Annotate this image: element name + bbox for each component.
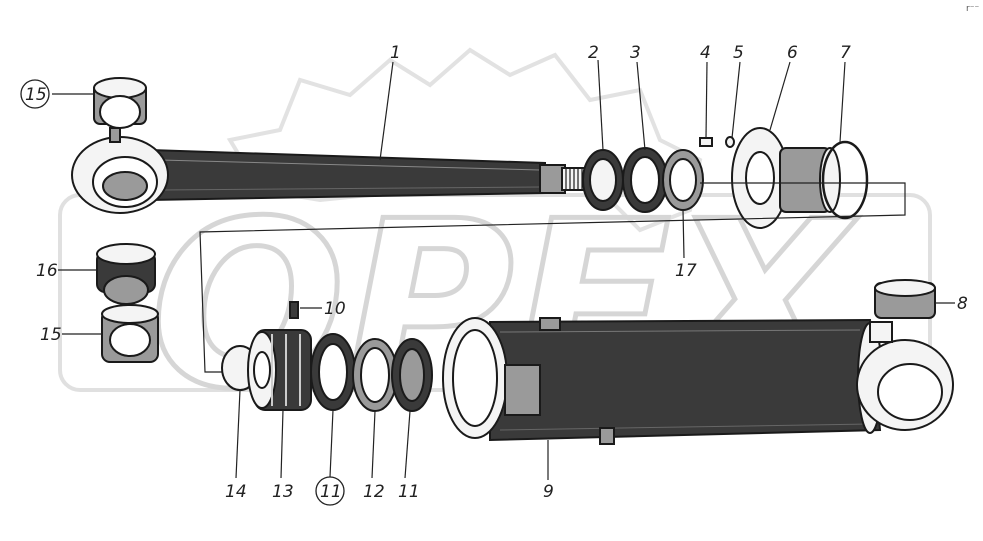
ring-3 [622,147,668,213]
washer-5 [725,136,735,148]
callout-6: 6 [787,43,798,63]
seal-11 [391,338,433,412]
leader-lines [52,59,955,480]
callout-5: 5 [733,43,744,63]
callout-1: 1 [390,43,401,63]
callout-11-circle [315,476,345,506]
bolt-4 [699,137,713,147]
callout-2: 2 [588,43,599,63]
callout-8: 8 [957,294,968,314]
callout-14: 14 [225,482,247,502]
callout-15-top-circle [20,79,50,109]
callout-9: 9 [543,482,554,502]
callout-15-top: 15 [25,85,47,105]
screw-10 [289,301,299,319]
callout-12: 12 [363,482,385,502]
corner-mark: r⁻⁻ [966,4,979,14]
cylinder-barrel [442,317,954,445]
piston-rod [71,127,588,214]
callout-4: 4 [700,43,711,63]
ring-11-circled [310,333,356,411]
callout-16: 16 [36,261,58,281]
seal-2 [582,149,624,211]
callout-17: 17 [675,261,697,281]
callout-15-bottom: 15 [40,325,62,345]
bushing-16 [96,243,156,305]
callout-10: 10 [324,299,346,319]
callout-3: 3 [630,43,641,63]
callout-11: 11 [398,482,420,502]
ring-17 [662,149,704,211]
bushing-15-bottom [101,304,159,363]
callout-7: 7 [840,43,851,63]
callout-13: 13 [272,482,294,502]
bushing-8 [874,279,936,319]
bushing-15-top [93,77,147,129]
ring-12 [352,338,398,412]
assembly-path-line [199,182,906,373]
piston-13 [247,329,312,411]
o-ring-7 [821,140,869,220]
callout-11-circled: 11 [320,482,342,502]
